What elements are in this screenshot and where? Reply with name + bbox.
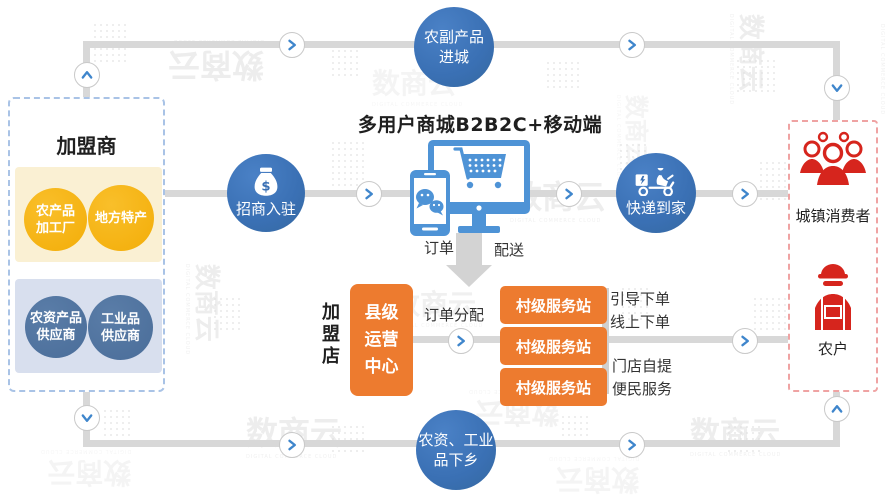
mall-devices-icon bbox=[410, 140, 530, 236]
watermark-dots bbox=[212, 296, 242, 330]
node-line: 农副产品 bbox=[423, 28, 484, 46]
chevron-right-icon bbox=[556, 181, 582, 207]
node-line: 招商入驻 bbox=[235, 200, 296, 218]
watermark-dots bbox=[330, 424, 364, 454]
watermark-dots bbox=[330, 140, 364, 186]
chevron-right-icon bbox=[732, 181, 758, 207]
watermark-subtext: DIGITAL COMMERCE CLOUD bbox=[879, 23, 885, 116]
watermark-subtext: DIGITAL COMMERCE CLOUD bbox=[392, 323, 484, 329]
node-line: 品下乡 bbox=[433, 451, 479, 469]
bubble-line: 供应商 bbox=[36, 328, 76, 343]
farmer-label: 农户 bbox=[817, 340, 848, 358]
watermark-dots bbox=[735, 58, 775, 94]
bubble-industrial-supplier: 工业品 供应商 bbox=[88, 295, 153, 360]
franchise-store-label: 加盟店 bbox=[322, 302, 340, 367]
service-convenience: 便民服务 bbox=[612, 380, 673, 398]
down-arrow-head bbox=[446, 265, 492, 287]
chevron-down-icon bbox=[824, 75, 850, 101]
watermark-dots bbox=[752, 296, 786, 332]
bubble-line: 加工厂 bbox=[35, 220, 75, 236]
bubble-farm-product-factory: 农产品 加工厂 bbox=[24, 188, 87, 251]
watermark-subtext: DIGITAL COMMERCE CLOUD bbox=[40, 448, 132, 454]
chevron-up-icon bbox=[74, 62, 100, 88]
node-line: 农资、工业 bbox=[418, 431, 494, 449]
village-station-3: 村级服务站 bbox=[500, 368, 607, 406]
bubble-line: 农产品 bbox=[35, 203, 75, 219]
bubble-line: 农资产品 bbox=[29, 311, 82, 326]
chevron-right-icon bbox=[356, 181, 382, 207]
money-bag-icon: $ bbox=[254, 167, 278, 196]
bubble-line: 供应商 bbox=[100, 328, 140, 344]
watermark-dots bbox=[620, 286, 648, 320]
chevron-down-icon bbox=[74, 405, 100, 431]
town-consumers-icon bbox=[800, 131, 866, 185]
chevron-right-icon bbox=[279, 32, 305, 58]
chevron-up-icon bbox=[824, 396, 850, 422]
down-arrow-shaft bbox=[456, 233, 482, 265]
chevron-right-icon bbox=[619, 432, 645, 458]
delivery-label: 配送 bbox=[494, 241, 525, 259]
node-line: 快递到家 bbox=[625, 199, 686, 217]
village-station-2: 村级服务站 bbox=[500, 327, 607, 365]
watermark-dots bbox=[102, 408, 132, 444]
watermark-subtext: DIGITAL COMMERCE CLOUD bbox=[184, 263, 191, 356]
watermark-dots bbox=[560, 414, 590, 444]
franchisor-title: 加盟商 bbox=[56, 134, 117, 158]
svg-text:$: $ bbox=[261, 179, 270, 194]
watermark-dots bbox=[330, 48, 360, 76]
service-guide-order: 引导下单 bbox=[610, 290, 671, 308]
county-center-label: 县级运营中心 bbox=[364, 302, 399, 377]
chevron-right-icon bbox=[448, 328, 474, 354]
service-online-order: 线上下单 bbox=[610, 313, 671, 331]
flow-circle-products-to-city: 农副产品 进城 bbox=[414, 7, 494, 87]
county-operation-center: 县级运营中心 bbox=[350, 284, 413, 396]
watermark-subtext: DIGITAL COMMERCE CLOUD bbox=[728, 13, 735, 106]
bubble-local-specialty: 地方特产 bbox=[88, 185, 154, 251]
chevron-right-icon bbox=[619, 32, 645, 58]
flow-circle-express-delivery: 快递到家 bbox=[616, 153, 696, 233]
village-station-1: 村级服务站 bbox=[500, 286, 607, 324]
watermark-subtext: DIGITAL COMMERCE CLOUD bbox=[372, 102, 464, 108]
watermark-subtext: DIGITAL COMMERCE CLOUD bbox=[510, 218, 602, 224]
watermark-dots bbox=[545, 60, 581, 90]
order-label: 订单 bbox=[424, 239, 455, 257]
delivery-scooter-icon bbox=[635, 168, 675, 196]
chevron-right-icon bbox=[279, 432, 305, 458]
bubble-agri-material-supplier: 农资产品 供应商 bbox=[25, 296, 87, 358]
flow-circle-merchant-entry: $ 招商入驻 bbox=[227, 154, 305, 232]
order-assign-label: 订单分配 bbox=[424, 306, 485, 324]
service-store-pickup: 门店自提 bbox=[612, 357, 673, 375]
bubble-line: 工业品 bbox=[100, 311, 140, 327]
chevron-right-icon bbox=[732, 328, 758, 354]
platform-title: 多用户商城B2B2C+移动端 bbox=[357, 114, 603, 136]
flow-circle-goods-to-countryside: 农资、工业 品下乡 bbox=[416, 410, 496, 490]
bubble-line: 地方特产 bbox=[94, 210, 147, 226]
node-line: 进城 bbox=[438, 48, 469, 66]
farmer-icon bbox=[815, 264, 851, 330]
town-consumers-label: 城镇消费者 bbox=[795, 207, 871, 225]
